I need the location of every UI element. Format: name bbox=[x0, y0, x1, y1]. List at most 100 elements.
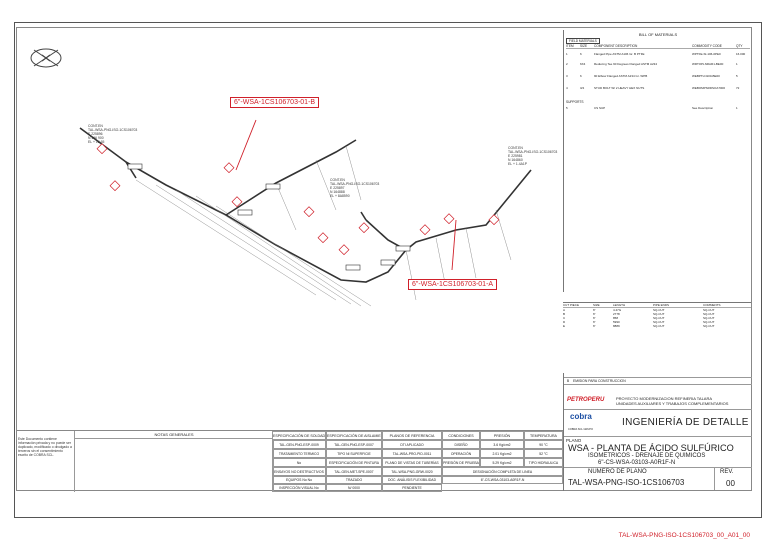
spec-cell: DTI APLICADO bbox=[382, 440, 442, 449]
cut-cell: C bbox=[563, 316, 566, 320]
cut-cell: SQ-CUT bbox=[703, 320, 715, 324]
spec-cell: 90 °C bbox=[524, 440, 563, 449]
coords-mid: CONT.EN TAL-WSA-PNG-ISO-1CS106703 E 2258… bbox=[330, 178, 379, 198]
coords-mid-n: N 164888 bbox=[330, 190, 345, 194]
coords-left-e: E 225896 bbox=[88, 132, 103, 136]
cut-cell: 6" bbox=[593, 316, 596, 320]
north-arrow-icon bbox=[30, 48, 62, 68]
cut-cell: SQ-CUT bbox=[703, 312, 715, 316]
bom-cell: 6 bbox=[580, 74, 582, 78]
cut-header: CUT PIECE SIZE LENGTH PIPE ENDS COMMENTS bbox=[563, 303, 751, 308]
spec-cell: ESPECIFICACIÓN DE SOLDADURA bbox=[272, 431, 326, 440]
coords-left-ref: TAL-WSA-PNG-ISO-1CS106703 bbox=[88, 128, 138, 132]
spec-cell: TIPO NI SUPERFICIE bbox=[326, 449, 382, 458]
bom-h-item: ITEM bbox=[566, 44, 574, 48]
spec-cell: PENDIENTE bbox=[382, 484, 442, 492]
bom-cell: 6 bbox=[580, 52, 582, 56]
cut-cell: 6" bbox=[593, 308, 596, 312]
spec-cell: TRATAMIENTO TERMICO bbox=[272, 449, 326, 458]
spec-cell: PLANOS DE REFERENCIA bbox=[382, 431, 442, 440]
title-block: B EMISION PARA CONSTRUCCION PETROPERU PR… bbox=[563, 373, 752, 491]
spec-cell: TEMPERATURA bbox=[524, 431, 563, 440]
cut-cell: 858 bbox=[613, 316, 619, 320]
cut-cell: SQ-CUT bbox=[653, 308, 665, 312]
bom-cell: 1 bbox=[566, 52, 568, 56]
coords-mid-el: EL + 8A8590 bbox=[330, 194, 350, 198]
spec-cell: No bbox=[272, 458, 326, 467]
rev-label: REV. bbox=[720, 469, 734, 475]
bom-cell: 1 bbox=[736, 62, 738, 66]
bill-of-materials: BILL OF MATERIALS FIELD MATERIALS ITEM S… bbox=[563, 30, 752, 292]
bom-cell: 5 bbox=[736, 74, 738, 78]
bom-cell: WEBOMPSRDSOA7000 bbox=[692, 86, 726, 90]
spec-cell: DOC. ANÁLISIS FLEXIBILIDAD bbox=[382, 476, 442, 484]
bom-cell: WEBPTLN100-BE00 bbox=[692, 74, 720, 78]
cut-list: CUT PIECE SIZE LENGTH PIPE ENDS COMMENTS… bbox=[563, 302, 751, 373]
bom-h-qty: QTY bbox=[736, 44, 743, 48]
bom-cell: CS SUP bbox=[594, 106, 606, 110]
cut-h: CUT PIECE bbox=[563, 303, 579, 307]
spec-cell: TAL-GEN-PNG-ESP-0007 bbox=[326, 440, 382, 449]
revision-text: EMISION PARA CONSTRUCCION bbox=[572, 379, 626, 383]
bom-row: 4 3/4 STUD BOLT W/ 2 HEAVY HEX NUTS WEBO… bbox=[566, 86, 750, 90]
bom-row: 1 6 Flanged Pipe ASTM A106 Gr. B PTFE WP… bbox=[566, 52, 750, 56]
cut-cell: B bbox=[563, 312, 566, 316]
revision-row: B EMISION PARA CONSTRUCCION bbox=[564, 377, 752, 385]
cut-cell: 8889 bbox=[613, 324, 620, 328]
revision-code: B bbox=[566, 379, 570, 383]
spec-cell: 3.6 Kg/cm2 bbox=[480, 440, 524, 449]
bom-cell: See Description bbox=[692, 106, 714, 110]
coords-mid-ref: TAL-WSA-PNG-ISO-1CS106703 bbox=[330, 182, 380, 186]
plano-number-block: NUMERO DE PLANO TAL-WSA-PNG-ISO-1CS10670… bbox=[564, 468, 715, 490]
bom-cell: WPTFE-SI-106-0PE0 bbox=[692, 52, 721, 56]
bom-row: 2 6X4 Reducing Tee 90 Degrees Flanged AS… bbox=[566, 62, 750, 66]
cut-h: COMMENTS bbox=[703, 303, 721, 307]
cut-cell: 4.47G bbox=[613, 308, 622, 312]
petroperu-logo: PETROPERU bbox=[567, 397, 605, 403]
bom-cell bbox=[580, 106, 594, 110]
bom-h-desc: COMPONENT DESCRIPTION bbox=[594, 44, 638, 48]
cut-h: PIPE ENDS bbox=[653, 303, 670, 307]
project-line2: UNIDADES AUXILIARES Y TRABAJOS COMPLEMEN… bbox=[616, 401, 729, 406]
cut-cell: SQ-CUT bbox=[703, 316, 715, 320]
spec-cell: 6"-CS-WSA-03103-A0R1F-N bbox=[442, 476, 563, 484]
bom-h-code: COMMODITY CODE bbox=[692, 44, 722, 48]
coords-left-n: N 166 900 bbox=[88, 136, 104, 140]
coords-right-e: E 225981 bbox=[508, 154, 523, 158]
bom-supports-label: SUPPORTS bbox=[566, 100, 584, 104]
drawing-frame bbox=[16, 27, 752, 491]
bom-cell: 4 bbox=[566, 86, 568, 90]
spec-cell: TAL-GEN-MET-SPE-0007 bbox=[326, 467, 382, 476]
spec-cell: INSPECCIÓN VISUAL No bbox=[272, 484, 326, 492]
cut-cell: SQ-CUT bbox=[653, 316, 665, 320]
bom-h-size: SIZE bbox=[580, 44, 588, 48]
bom-cell: Reducing Tee 90 Degrees Flanged ASTM A23… bbox=[594, 62, 657, 66]
bom-cell: WRTOPLNRAR1-BE00 bbox=[692, 62, 724, 66]
spec-cell: TAL-GEN-PNG-ESP-0009 bbox=[272, 440, 326, 449]
spec-cell: OPERACIÓN bbox=[442, 449, 480, 458]
cut-h: SIZE bbox=[593, 303, 600, 307]
plano-line: 6"-CS-WSA-03103-A0R1F-N bbox=[598, 460, 676, 466]
spec-cell: ESPECIFICACIÓN DE PINTURA bbox=[326, 458, 382, 467]
spec-cell: DESIGNACIÓN COMPLETA DE LINEA bbox=[442, 467, 563, 476]
cobra-logo: cobra bbox=[570, 412, 592, 421]
plano-number: TAL-WSA-PNG-ISO-1CS106703 bbox=[568, 478, 685, 487]
detail-engineering-title: INGENIERÍA DE DETALLE bbox=[622, 417, 749, 428]
left-disclaimer: Este Documento contiene información priv… bbox=[18, 437, 72, 457]
spec-cell: TIPO HIDRAULICA bbox=[524, 458, 563, 467]
cut-cell: D bbox=[563, 320, 566, 324]
coords-left-name: CONT.EN bbox=[88, 124, 103, 128]
cut-cell: 6" bbox=[593, 324, 596, 328]
cobra-sub: COBRA SCL GRUPO bbox=[568, 428, 593, 431]
line-tag-bottom: 6"-WSA-1CS106703-01-A bbox=[408, 279, 498, 290]
spec-cell: N/ 0000 bbox=[326, 484, 382, 492]
cut-cell: SQ-CUT bbox=[653, 324, 665, 328]
spec-cell: PRESIÓN bbox=[480, 431, 524, 440]
bom-cell: 90 Elbow Flanged ASTM A234 Gr. WPB bbox=[594, 74, 648, 78]
cut-cell: 6" bbox=[593, 320, 596, 324]
cut-h: LENGTH bbox=[613, 303, 626, 307]
